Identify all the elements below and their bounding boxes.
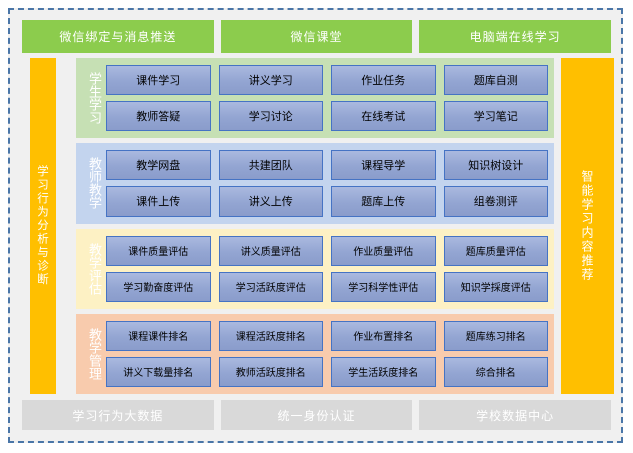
button-question-bank-upload[interactable]: 题库上传	[331, 186, 436, 217]
top-bar-pc-online-learning[interactable]: 电脑端在线学习	[419, 20, 612, 53]
button-courseware-quality-evaluation[interactable]: 课件质量评估	[106, 235, 211, 266]
button-courseware-study[interactable]: 课件学习	[106, 65, 211, 96]
section-button-grid-teacher-teaching: 教学网盘 共建团队 课程导学 知识树设计 课件上传 讲义上传 题库上传 组卷测评	[106, 147, 548, 219]
section-teaching-evaluation: 教学评估 课件质量评估 讲义质量评估 作业质量评估 题库质量评估 学习勤奋度评估…	[76, 228, 554, 309]
button-co-building-team[interactable]: 共建团队	[218, 150, 323, 181]
right-column-smart-content-recommendation[interactable]: 智能学习内容推荐	[561, 58, 614, 394]
section-button-grid-student-learning: 课件学习 讲义学习 作业任务 题库自测 教师答疑 学习讨论 在线考试 学习笔记	[106, 62, 548, 134]
top-bar-label: 电脑端在线学习	[469, 30, 561, 44]
button-study-discussion[interactable]: 学习讨论	[218, 101, 323, 132]
button-comprehensive-ranking[interactable]: 综合排名	[443, 356, 548, 387]
left-column-learning-behavior-analysis[interactable]: 学习行为分析与诊断	[30, 58, 56, 394]
section-teacher-teaching: 教师教学 教学网盘 共建团队 课程导学 知识树设计 课件上传 讲义上传 题库上传…	[76, 143, 554, 224]
section-label-teaching-evaluation: 教学评估	[86, 242, 102, 295]
button-question-bank-self-test[interactable]: 题库自测	[443, 65, 548, 96]
button-teaching-cloud-disk[interactable]: 教学网盘	[106, 150, 211, 181]
button-teacher-activity-ranking[interactable]: 教师活跃度排名	[218, 356, 323, 387]
bottom-bar-unified-identity-authentication[interactable]: 统一身份认证	[220, 400, 413, 430]
bottom-bar-label: 统一身份认证	[277, 408, 356, 423]
button-homework-assignment-ranking[interactable]: 作业布置排名	[331, 320, 436, 351]
button-homework-task[interactable]: 作业任务	[331, 65, 436, 96]
button-knowledge-tree-design[interactable]: 知识树设计	[443, 150, 548, 181]
button-student-activity-ranking[interactable]: 学生活跃度排名	[331, 356, 436, 387]
button-paper-assembly-assessment[interactable]: 组卷测评	[443, 186, 548, 217]
button-study-notes[interactable]: 学习笔记	[443, 101, 548, 132]
button-courseware-upload[interactable]: 课件上传	[106, 186, 211, 217]
button-teacher-qa[interactable]: 教师答疑	[106, 101, 211, 132]
bottom-infrastructure-bar-group: 学习行为大数据 统一身份认证 学校数据中心	[22, 400, 612, 430]
top-bar-label: 微信绑定与消息推送	[59, 30, 177, 44]
button-lecture-quality-evaluation[interactable]: 讲义质量评估	[218, 235, 323, 266]
section-button-grid-teaching-management: 课程课件排名 课程活跃度排名 作业布置排名 题库练习排名 讲义下载量排名 教师活…	[106, 318, 548, 390]
bottom-bar-school-data-center[interactable]: 学校数据中心	[419, 400, 612, 430]
right-column-label: 智能学习内容推荐	[580, 170, 594, 282]
button-study-scientificity-evaluation[interactable]: 学习科学性评估	[331, 271, 436, 302]
button-question-bank-practice-ranking[interactable]: 题库练习排名	[443, 320, 548, 351]
button-study-activity-evaluation[interactable]: 学习活跃度评估	[218, 271, 323, 302]
top-bar-wechat-classroom[interactable]: 微信课堂	[220, 20, 413, 53]
button-lecture-study[interactable]: 讲义学习	[218, 65, 323, 96]
button-lecture-download-ranking[interactable]: 讲义下载量排名	[106, 356, 211, 387]
top-bar-wechat-binding[interactable]: 微信绑定与消息推送	[22, 20, 214, 53]
button-homework-quality-evaluation[interactable]: 作业质量评估	[331, 235, 436, 266]
section-student-learning: 学生学习 课件学习 讲义学习 作业任务 题库自测 教师答疑 学习讨论 在线考试 …	[76, 58, 554, 139]
button-online-exam[interactable]: 在线考试	[331, 101, 436, 132]
top-bar-label: 微信课堂	[290, 30, 343, 44]
button-lecture-upload[interactable]: 讲义上传	[218, 186, 323, 217]
section-label-teacher-teaching: 教师教学	[86, 157, 102, 210]
button-knowledge-mastery-evaluation[interactable]: 知识学採度评估	[443, 271, 548, 302]
bottom-bar-label: 学校数据中心	[476, 408, 555, 423]
button-study-diligence-evaluation[interactable]: 学习勤奋度评估	[106, 271, 211, 302]
bottom-bar-learning-behavior-big-data[interactable]: 学习行为大数据	[22, 400, 214, 430]
button-course-guidance[interactable]: 课程导学	[331, 150, 436, 181]
bottom-bar-label: 学习行为大数据	[72, 408, 164, 423]
button-course-courseware-ranking[interactable]: 课程课件排名	[106, 320, 211, 351]
left-column-label: 学习行为分析与诊断	[36, 165, 50, 287]
top-channel-bar-group: 微信绑定与消息推送 微信课堂 电脑端在线学习	[22, 20, 612, 53]
button-course-activity-ranking[interactable]: 课程活跃度排名	[218, 320, 323, 351]
section-teaching-management: 教学管理 课程课件排名 课程活跃度排名 作业布置排名 题库练习排名 讲义下载量排…	[76, 313, 554, 394]
center-section-stack: 学生学习 课件学习 讲义学习 作业任务 题库自测 教师答疑 学习讨论 在线考试 …	[76, 58, 554, 394]
section-label-student-learning: 学生学习	[86, 72, 102, 125]
section-button-grid-teaching-evaluation: 课件质量评估 讲义质量评估 作业质量评估 题库质量评估 学习勤奋度评估 学习活跃…	[106, 233, 548, 305]
section-label-teaching-management: 教学管理	[86, 327, 102, 380]
button-question-bank-quality-evaluation[interactable]: 题库质量评估	[443, 235, 548, 266]
